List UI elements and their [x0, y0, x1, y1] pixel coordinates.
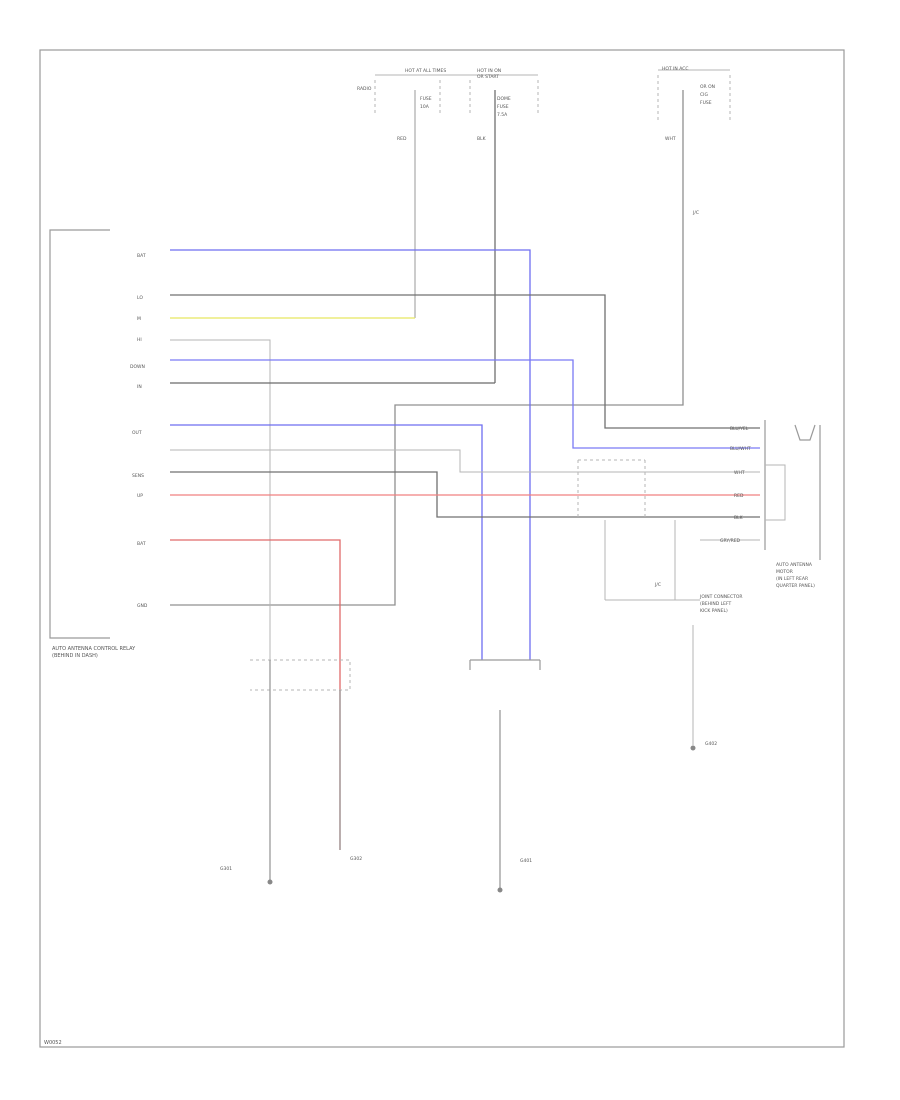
svg-text:WHT: WHT: [734, 470, 745, 476]
svg-text:BLU/WHT: BLU/WHT: [730, 446, 751, 452]
junction-label-3: (BEHIND LEFT: [700, 601, 732, 607]
svg-text:HI: HI: [137, 337, 142, 343]
ground-label-left: G301: [220, 866, 232, 872]
left-module-outline: [49, 229, 110, 639]
svg-text:DOME: DOME: [497, 96, 511, 102]
ground-symbol-right: [690, 745, 696, 751]
wire-blu-yel: [170, 249, 531, 660]
svg-text:FUSE: FUSE: [420, 96, 432, 102]
fuse-box-top-mid: HOT IN ON OR START DOME FUSE 7.5A: [440, 68, 539, 118]
wire-blu-lower: [170, 424, 483, 660]
svg-text:LO: LO: [137, 295, 143, 301]
svg-text:BAT: BAT: [137, 253, 146, 259]
junction-drop-2: [640, 520, 676, 601]
svg-text:RADIO: RADIO: [357, 86, 372, 92]
left-module-label-1: AUTO ANTENNA CONTROL RELAY: [52, 646, 136, 652]
wire-light-1: [170, 339, 271, 660]
ground-label-mid: G302: [350, 856, 362, 862]
svg-text:SENS: SENS: [132, 473, 144, 479]
svg-text:IN: IN: [137, 384, 142, 390]
diagram-code: W0052: [44, 1040, 62, 1046]
svg-text:BAT: BAT: [137, 541, 146, 547]
svg-text:OR ON: OR ON: [700, 84, 715, 90]
junction-label-1: J/C: [654, 582, 661, 588]
svg-text:HOT AT ALL TIMES: HOT AT ALL TIMES: [405, 68, 446, 74]
svg-text:DOWN: DOWN: [130, 364, 145, 370]
splice-label: J/C: [692, 210, 699, 216]
svg-text:UP: UP: [137, 493, 143, 499]
right-module-label-2: MOTOR: [776, 569, 793, 575]
fuse-box-top-right: HOT IN ACC OR ON CIG FUSE: [657, 66, 731, 120]
right-module-label-3: (IN LEFT REAR: [776, 576, 808, 582]
svg-text:HOT IN ACC: HOT IN ACC: [662, 66, 689, 72]
svg-text:BLU/YEL: BLU/YEL: [730, 426, 749, 432]
svg-text:HOT IN ON: HOT IN ON: [477, 68, 501, 74]
ground-label-right: G402: [705, 741, 717, 747]
lower-splice-box: [250, 659, 351, 691]
right-module-label-4: QUARTER PANEL): [776, 583, 815, 589]
junction-label-2: JOINT CONNECTOR: [699, 594, 743, 600]
junction-box: [577, 459, 646, 520]
wire-fuse-right-drop: [170, 90, 684, 606]
diagram-frame: [39, 49, 845, 1048]
right-connector-pins: BLU/YEL BLU/WHT WHT RED BLK GRY/RED: [720, 426, 751, 544]
fuse-box-top-left: HOT AT ALL TIMES RADIO FUSE 10A: [357, 68, 446, 115]
svg-text:RED: RED: [734, 493, 744, 499]
svg-text:M: M: [137, 316, 141, 322]
fuse-mid-pin: BLK: [477, 136, 487, 142]
left-connector-pins: BAT LO M HI DOWN IN OUT SENS UP BAT GND: [130, 253, 148, 609]
svg-text:FUSE: FUSE: [497, 104, 509, 110]
ground-label-center: G401: [520, 858, 532, 864]
svg-text:10A: 10A: [420, 104, 430, 110]
wire-gry-red: [170, 539, 341, 850]
ground-symbol-center: [497, 887, 503, 893]
svg-text:7.5A: 7.5A: [497, 112, 508, 118]
fuse-right-pin: WHT: [665, 136, 676, 142]
wire-light-2: [170, 449, 760, 473]
junction-label-4: KICK PANEL): [700, 608, 728, 614]
center-splice: [469, 659, 541, 670]
svg-text:OUT: OUT: [132, 430, 142, 436]
ground-symbol-left: [267, 879, 273, 885]
svg-text:OR START: OR START: [477, 74, 499, 80]
right-module-outline: [764, 420, 821, 560]
wire-blu-wht: [170, 359, 760, 449]
fuse-left-pin: RED: [397, 136, 407, 142]
right-module-internal: [765, 464, 786, 521]
left-module-label-2: (BEHIND IN DASH): [52, 653, 98, 659]
svg-text:GRY/RED: GRY/RED: [720, 538, 741, 544]
svg-text:BLK: BLK: [734, 515, 744, 521]
svg-text:CIG: CIG: [700, 92, 708, 98]
svg-text:GND: GND: [137, 603, 148, 609]
svg-text:FUSE: FUSE: [700, 100, 712, 106]
wire-blk-wht-top: [170, 294, 760, 429]
right-module-motor-symbol: [794, 424, 816, 441]
right-module-label-1: AUTO ANTENNA: [776, 562, 813, 568]
